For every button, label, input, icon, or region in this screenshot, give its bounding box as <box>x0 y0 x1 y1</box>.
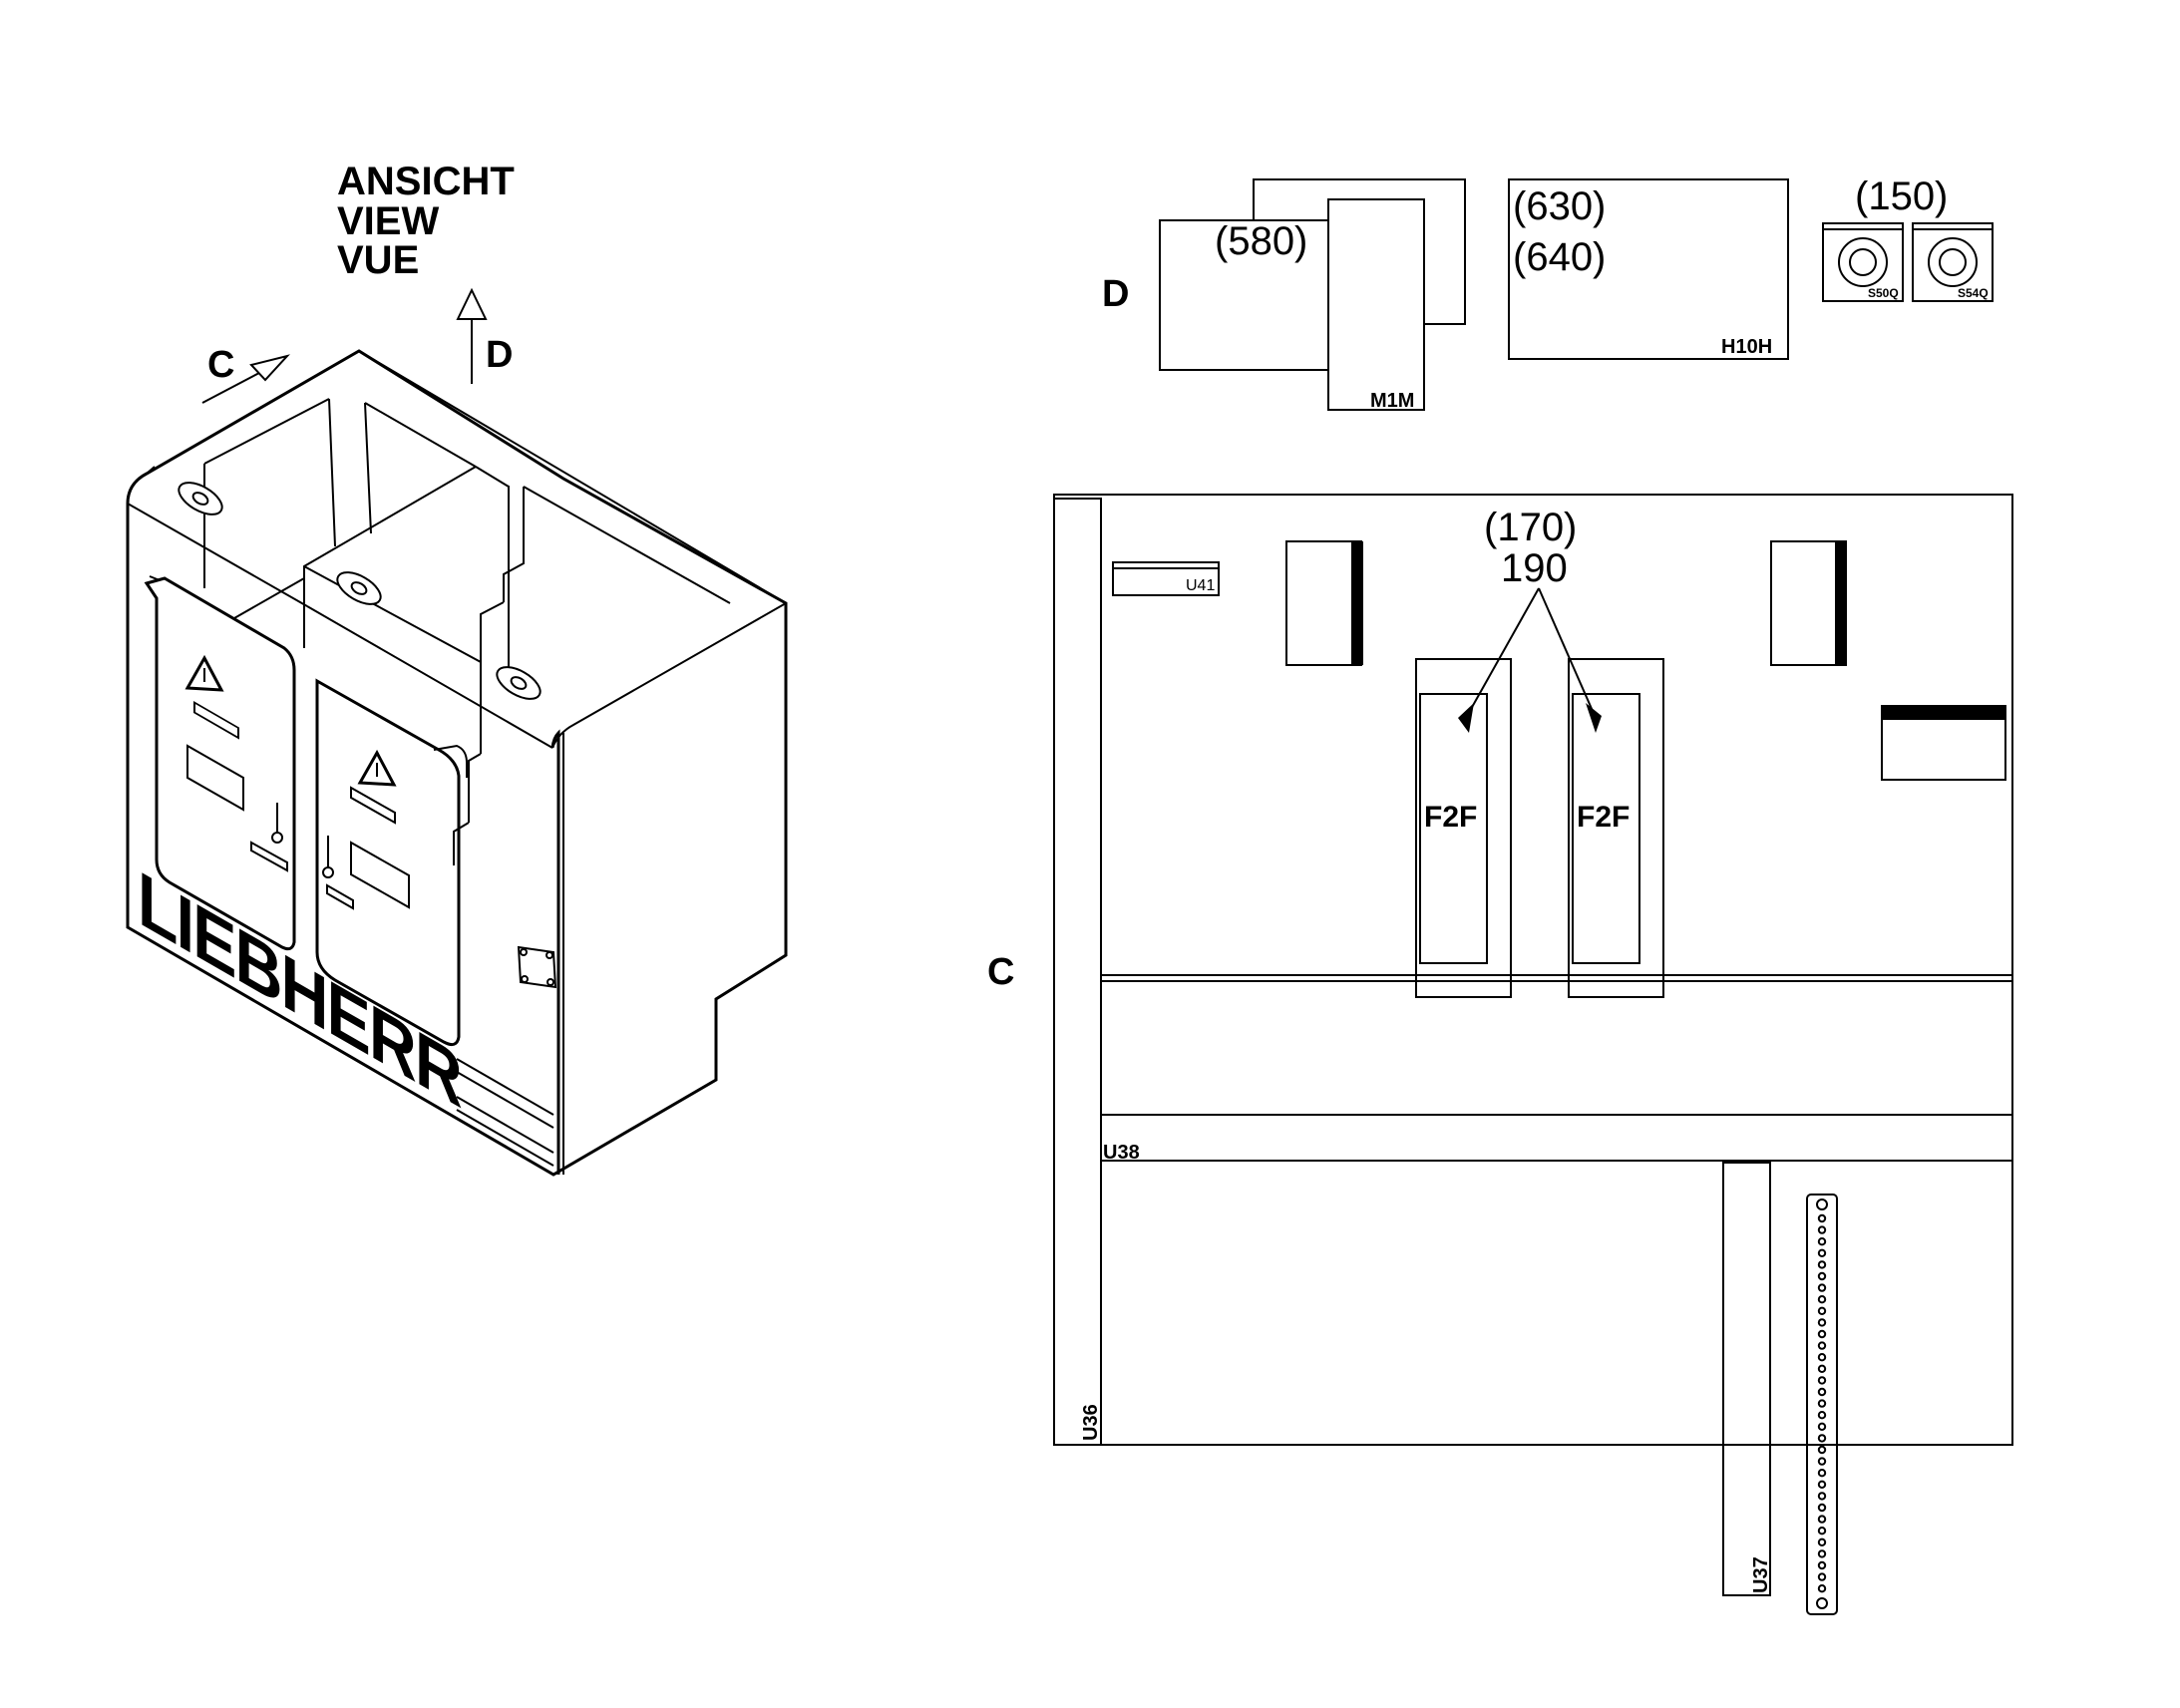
switch-s50q: S50Q <box>1822 222 1904 302</box>
rail-hole <box>1817 1237 1827 1246</box>
rail-hole <box>1817 1434 1827 1443</box>
rail-hole <box>1817 1295 1827 1304</box>
rail-hole <box>1817 1329 1827 1339</box>
label-s54q: S54Q <box>1958 286 1989 300</box>
cabinet-body: LIEBHERR <box>126 349 788 1177</box>
label-u37: U37 <box>1750 1556 1772 1593</box>
rail-hole <box>1817 1306 1827 1316</box>
fuse-f2f-left: F2F <box>1415 658 1512 998</box>
view-heading-line2: VIEW <box>337 199 439 243</box>
view-d-label: D <box>1102 273 1129 315</box>
rail-hole <box>1817 1469 1827 1478</box>
rail-hole <box>1817 1492 1827 1501</box>
view-heading-line3: VUE <box>337 238 419 282</box>
label-f2f-left: F2F <box>1424 801 1477 834</box>
rail-hole <box>1817 1584 1827 1593</box>
label-u41: U41 <box>1186 577 1215 594</box>
ref-170: (170) <box>1484 506 1577 549</box>
view-c-label: C <box>987 951 1014 993</box>
rail-hole <box>1817 1503 1827 1513</box>
switch-s54q: S54Q <box>1912 222 1994 302</box>
label-u36: U36 <box>1080 1404 1102 1441</box>
access-plate <box>517 945 557 989</box>
ref-190: 190 <box>1501 546 1568 590</box>
label-h10h: H10H <box>1721 336 1772 358</box>
rail-hole <box>1817 1318 1827 1327</box>
view-heading-line1: ANSICHT <box>337 160 515 203</box>
view-d: D (580) M1M (630) (640) H10H (150) S50Q … <box>1102 174 1994 412</box>
mounting-panel <box>1053 494 2013 1446</box>
rail-hole <box>1817 1457 1827 1466</box>
rail-hole <box>1817 1411 1827 1420</box>
brand-logo: LIEBHERR <box>138 854 462 1126</box>
rail-hole <box>1817 1283 1827 1292</box>
rail-hole <box>1817 1537 1827 1547</box>
rail-hole <box>1817 1480 1827 1490</box>
view-direction-d-arrow: D <box>456 287 513 384</box>
ref-630: (630) <box>1513 184 1606 228</box>
view-direction-c-arrow: C <box>201 344 290 404</box>
isometric-cabinet-view: ANSICHT VIEW VUE C D <box>126 160 788 1177</box>
rail-hole <box>1817 1387 1827 1397</box>
rail-holes <box>1817 1213 1827 1593</box>
label-f2f-right: F2F <box>1577 801 1630 834</box>
lifting-eye-3 <box>496 666 542 700</box>
view-c: C U36 U38 U41 F2F F2F <box>987 494 2013 1615</box>
ref-150: (150) <box>1855 174 1948 218</box>
view-direction-d-label: D <box>486 334 513 376</box>
label-m1m: M1M <box>1370 390 1414 412</box>
rail-hole <box>1817 1572 1827 1581</box>
rail-hole <box>1817 1271 1827 1281</box>
rail-hole <box>1817 1560 1827 1570</box>
rail-hole <box>1817 1260 1827 1269</box>
component-h10h <box>1508 178 1789 360</box>
duct-u37 <box>1722 1162 1771 1596</box>
rail-hole <box>1817 1549 1827 1558</box>
ref-640: (640) <box>1513 235 1606 279</box>
label-s50q: S50Q <box>1868 286 1899 300</box>
rail-hole <box>1817 1364 1827 1374</box>
rail-hole <box>1817 1376 1827 1385</box>
cabinet-door-left <box>144 575 296 951</box>
cabinet-door-right <box>315 678 468 1047</box>
rail-hole <box>1817 1445 1827 1455</box>
ref-580: (580) <box>1215 219 1307 263</box>
view-direction-c-label: C <box>207 344 234 386</box>
rail-hole <box>1817 1353 1827 1362</box>
rail-hole <box>1817 1341 1827 1350</box>
rail-hole <box>1817 1225 1827 1234</box>
duct-u36 <box>1053 498 1102 1446</box>
label-u38: U38 <box>1103 1142 1140 1164</box>
lifting-eye-2 <box>336 571 382 605</box>
fuse-f2f-right: F2F <box>1568 658 1664 998</box>
rail-hole <box>1817 1213 1827 1223</box>
rail-hole <box>1817 1422 1827 1432</box>
perforated-rail <box>1806 1194 1838 1615</box>
device-right <box>1770 540 1847 666</box>
rail-hole <box>1817 1248 1827 1258</box>
rail-hole <box>1817 1527 1827 1536</box>
rail-hole <box>1817 1399 1827 1408</box>
rail-hole <box>1817 1515 1827 1524</box>
device-left <box>1285 540 1362 666</box>
lifting-eye-1 <box>178 482 223 515</box>
